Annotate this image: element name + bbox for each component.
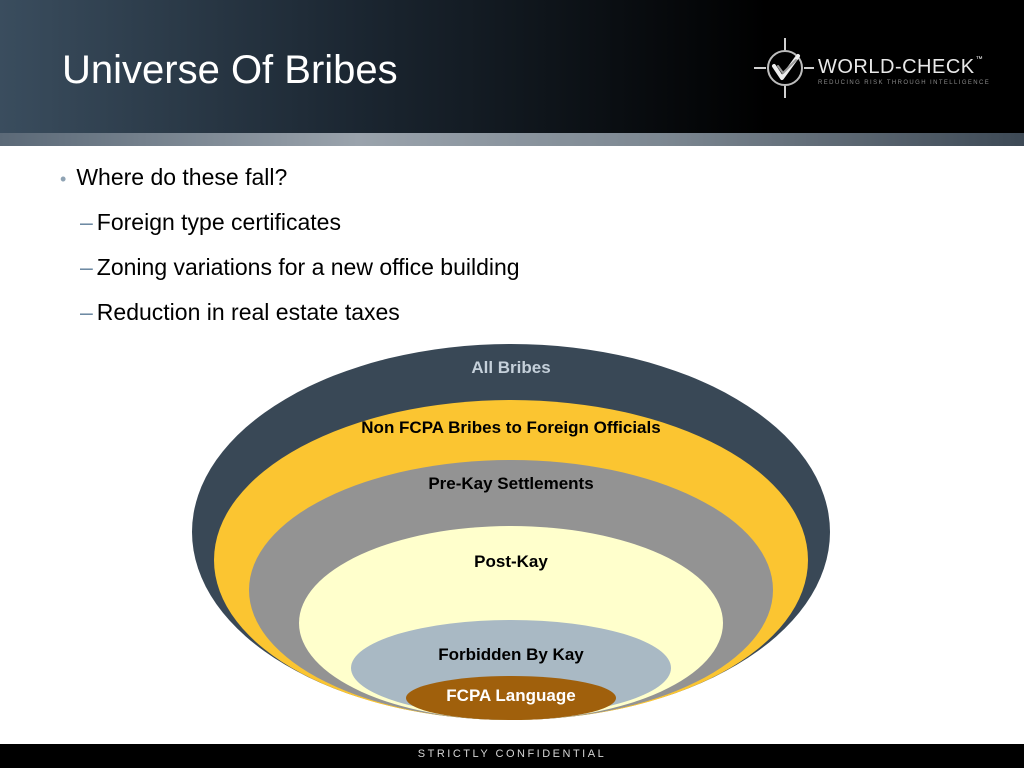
footer-text: STRICTLY CONFIDENTIAL bbox=[417, 748, 607, 760]
sub-bullet-marker: – bbox=[80, 209, 93, 235]
label-post-kay: Post-Kay bbox=[474, 552, 548, 571]
label-all-bribes: All Bribes bbox=[471, 358, 551, 377]
logo-tagline: REDUCING RISK THROUGH INTELLIGENCE bbox=[818, 80, 991, 86]
sub-bullet-marker: – bbox=[80, 254, 93, 280]
sub-bullet-2: –Zoning variations for a new office buil… bbox=[80, 254, 520, 281]
label-pre-kay-settlements: Pre-Kay Settlements bbox=[428, 474, 594, 493]
sub-bullet-1: –Foreign type certificates bbox=[80, 209, 341, 236]
world-check-logo: WORLD-CHECK™ REDUCING RISK THROUGH INTEL… bbox=[752, 36, 1002, 100]
bullet-marker: • bbox=[60, 169, 67, 189]
footer-bar: STRICTLY CONFIDENTIAL bbox=[0, 744, 1024, 768]
layer-fcpa-language bbox=[406, 676, 616, 720]
label-non-fcpa-bribes: Non FCPA Bribes to Foreign Officials bbox=[361, 418, 661, 437]
header-stripe bbox=[0, 133, 1024, 146]
sub-bullet-text: Zoning variations for a new office build… bbox=[96, 254, 520, 280]
logo-name: WORLD-CHECK™ bbox=[818, 56, 984, 78]
sub-bullet-text: Foreign type certificates bbox=[96, 209, 341, 235]
label-forbidden-by-kay: Forbidden By Kay bbox=[438, 645, 584, 664]
logo-trademark: ™ bbox=[975, 56, 984, 63]
bullet-main: • Where do these fall? bbox=[60, 164, 287, 191]
label-fcpa-language: FCPA Language bbox=[446, 686, 576, 705]
bullet-main-text: Where do these fall? bbox=[76, 164, 288, 190]
checkmark-compass-icon bbox=[754, 38, 814, 98]
sub-bullet-marker: – bbox=[80, 299, 93, 325]
slide-title: Universe Of Bribes bbox=[62, 48, 398, 92]
sub-bullet-3: –Reduction in real estate taxes bbox=[80, 299, 400, 326]
header-band bbox=[0, 0, 1024, 133]
sub-bullet-text: Reduction in real estate taxes bbox=[96, 299, 400, 325]
